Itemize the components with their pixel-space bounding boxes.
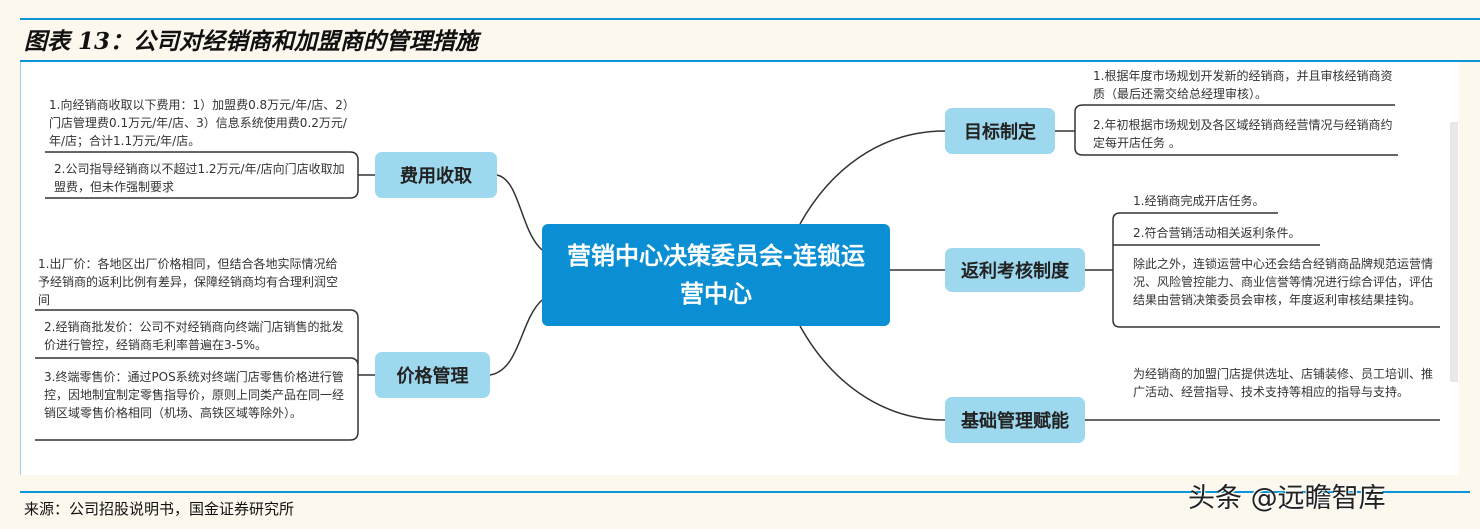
branch-rebate: 返利考核制度 [945,248,1085,292]
rebate-item-2: 2.符合营销活动相关返利条件。 [1133,226,1301,240]
figure-title: 图表 13：公司对经销商和加盟商的管理措施 [24,28,479,55]
fee-item-1: 1.向经销商收取以下费用：1）加盟费0.8万元/年/店、2）门店管理费0.1万元… [49,98,349,148]
watermark: 头条 @远瞻智库 [1188,483,1386,514]
footer-rule [20,491,1470,493]
branch-fee: 费用收取 [375,152,497,198]
top-rule [20,18,1480,20]
branch-price: 价格管理 [375,352,490,398]
target-item-2: 2.年初根据市场规划及各区域经销商经营情况与经销商约定每开店任务 。 [1093,118,1393,150]
source-note: 来源：公司招股说明书，国金证券研究所 [24,500,295,518]
price-item-2: 2.经销商批发价：公司不对经销商向终端门店销售的批发价进行管控，经销商毛利率普遍… [44,320,344,352]
fee-item-2: 2.公司指导经销商以不超过1.2万元/年/店向门店收取加盟费，但未作强制要求 [54,162,345,194]
central-node: 营销中心决策委员会-连锁运营中心 [542,224,890,326]
branch-target: 目标制定 [945,108,1055,154]
branch-basic: 基础管理赋能 [945,397,1085,443]
title-rule [20,60,1480,62]
rebate-item-1: 1.经销商完成开店任务。 [1133,194,1265,208]
price-item-1: 1.出厂价：各地区出厂价格相同，但结合各地实际情况给予经销商的返利比例有差异，保… [38,257,339,307]
target-item-1: 1.根据年度市场规划开发新的经销商，并且审核经销商资质（最后还需交给总经理审核）… [1093,69,1393,101]
scrollbar[interactable] [1450,122,1458,382]
basic-item-1: 为经销商的加盟门店提供选址、店铺装修、员工培训、推广活动、经营指导、技术支持等相… [1133,367,1434,399]
rebate-item-3: 除此之外，连锁运营中心还会结合经销商品牌规范运营情况、风险管控能力、商业信誉等情… [1133,257,1434,307]
price-item-3: 3.终端零售价：通过POS系统对终端门店零售价格进行管控，因地制宜制定零售指导价… [44,370,345,420]
